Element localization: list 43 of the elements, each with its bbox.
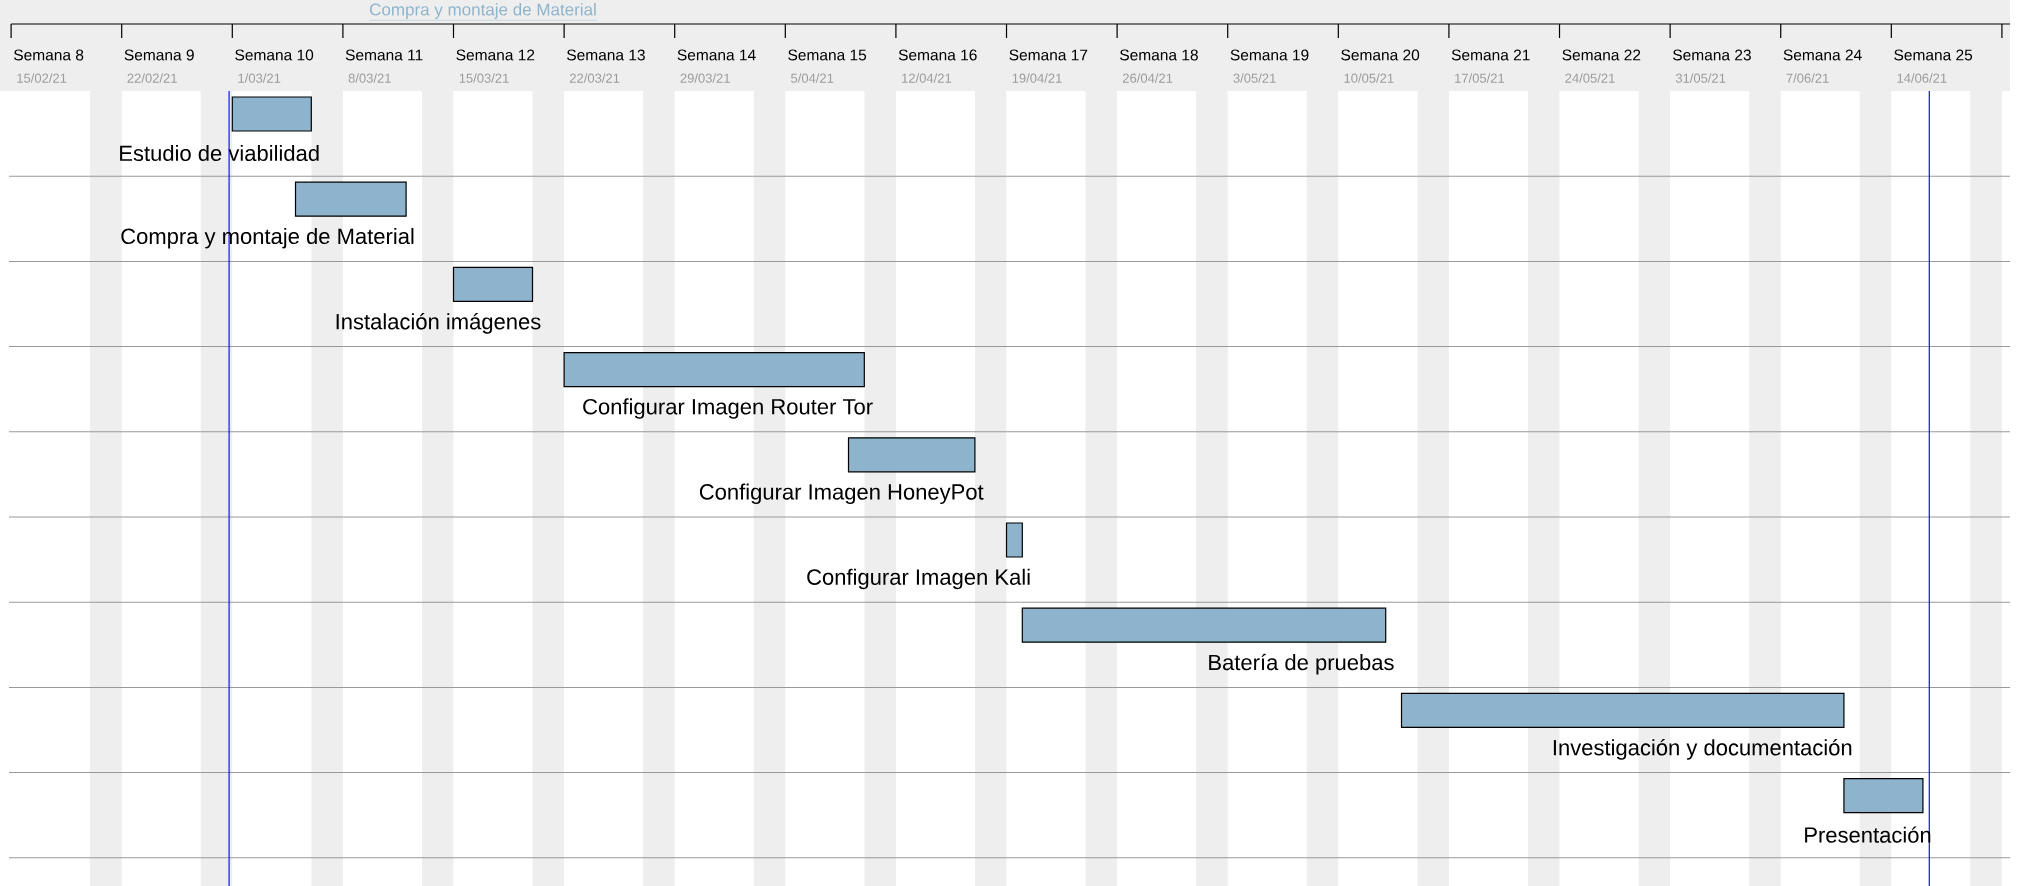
task-label: Investigación y documentación [1553,739,1852,760]
week-label: Semana 10 [235,49,314,61]
date-label: 22/02/21 [127,73,177,83]
date-label: 15/02/21 [17,73,67,83]
week-label: Semana 23 [1673,49,1751,61]
week-label: Semana 25 [1894,49,1973,61]
week-label: Semana 24 [1783,49,1862,61]
date-label: 3/05/21 [1233,73,1276,83]
week-label: Semana 16 [898,49,977,61]
week-label: Semana 17 [1009,49,1088,61]
task-label: Batería de pruebas [1209,653,1394,675]
date-label: 12/04/21 [902,73,952,83]
week-label: Semana 19 [1230,49,1309,61]
week-label: Semana 13 [567,49,645,61]
date-label: 14/06/21 [1897,73,1947,83]
date-label: 10/05/21 [1344,73,1394,83]
task-label: Instalación imágenes [336,313,541,334]
link-text: Compra y montaje de Material [368,3,598,21]
week-label: Semana 11 [345,49,423,61]
week-label: Semana 20 [1341,49,1420,61]
task-label: Configurar Imagen HoneyPot [699,483,984,505]
week-label: Semana 18 [1120,49,1198,61]
week-label: Semana 9 [124,49,194,61]
task-label: Configurar Imagen Router Tor [583,398,873,419]
task-label: Configurar Imagen Kali [807,568,1030,590]
week-label: Semana 14 [677,49,756,61]
date-label: 1/03/21 [238,73,281,83]
date-label: 17/05/21 [1455,73,1505,83]
date-label: 7/06/21 [1786,73,1829,83]
week-label: Semana 21 [1451,49,1530,61]
date-label: 22/03/21 [569,73,620,83]
date-label: 19/04/21 [1012,73,1062,83]
date-label: 24/05/21 [1565,73,1615,83]
date-label: 8/03/21 [348,73,391,83]
week-label: Semana 22 [1562,49,1641,61]
date-label: 31/05/21 [1675,73,1726,83]
week-label: Semana 15 [788,49,867,61]
week-label: Semana 12 [456,49,535,61]
date-label: 15/03/21 [459,73,509,83]
date-label: 26/04/21 [1122,73,1173,83]
date-label: 5/04/21 [791,73,834,83]
date-label: 29/03/21 [680,73,730,83]
week-label: Semana 8 [14,49,84,61]
